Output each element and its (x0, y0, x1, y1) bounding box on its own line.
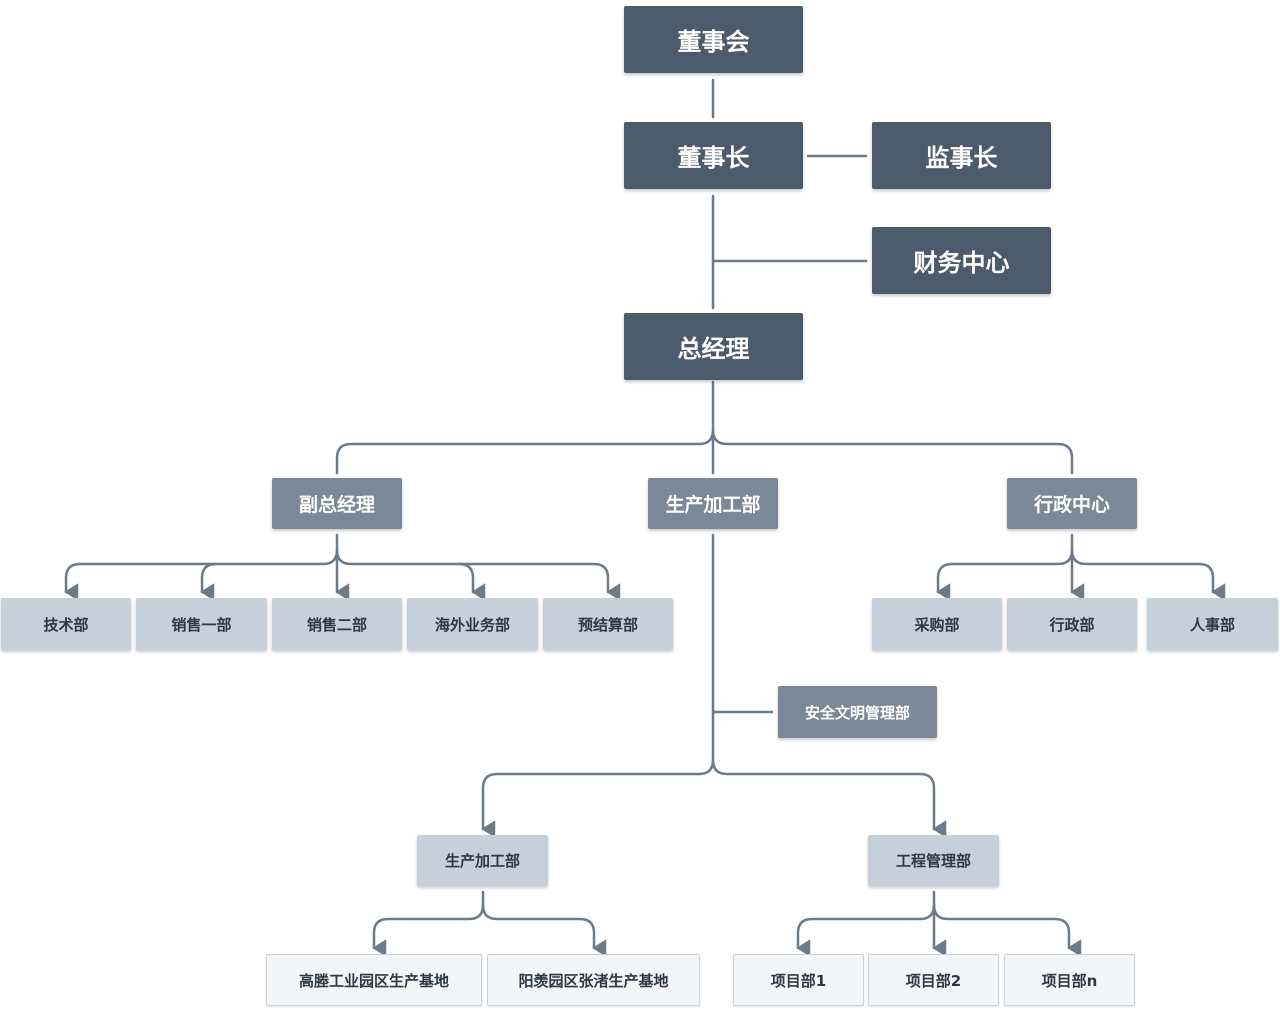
node-supervisor: 监事长 (872, 122, 1051, 189)
node-sales-dept-2: 销售二部 (272, 598, 402, 650)
node-production-dept: 生产加工部 (648, 478, 778, 529)
node-safety-dept: 安全文明管理部 (778, 686, 937, 738)
node-general-manager: 总经理 (624, 313, 803, 380)
node-processing-dept: 生产加工部 (417, 835, 548, 886)
node-board: 董事会 (624, 6, 803, 73)
node-chairman: 董事长 (624, 122, 803, 189)
node-hr-dept: 人事部 (1147, 598, 1278, 650)
node-zhangzhu-base: 阳羡园区张渚生产基地 (487, 954, 700, 1006)
node-admin-center: 行政中心 (1007, 478, 1137, 529)
node-admin-dept: 行政部 (1007, 598, 1137, 650)
node-tech-dept: 技术部 (1, 598, 131, 650)
node-finance-center: 财务中心 (872, 227, 1051, 294)
node-project-dept-n: 项目部n (1004, 954, 1135, 1006)
node-purchasing-dept: 采购部 (872, 598, 1002, 650)
node-project-dept-2: 项目部2 (868, 954, 999, 1006)
node-engineering-dept: 工程管理部 (868, 835, 999, 886)
node-deputy-gm: 副总经理 (272, 478, 402, 529)
node-overseas-dept: 海外业务部 (407, 598, 538, 650)
node-project-dept-1: 项目部1 (733, 954, 864, 1006)
node-settlement-dept: 预结算部 (543, 598, 673, 650)
node-sales-dept-1: 销售一部 (136, 598, 267, 650)
node-gaocheng-base: 高塍工业园区生产基地 (266, 954, 482, 1006)
